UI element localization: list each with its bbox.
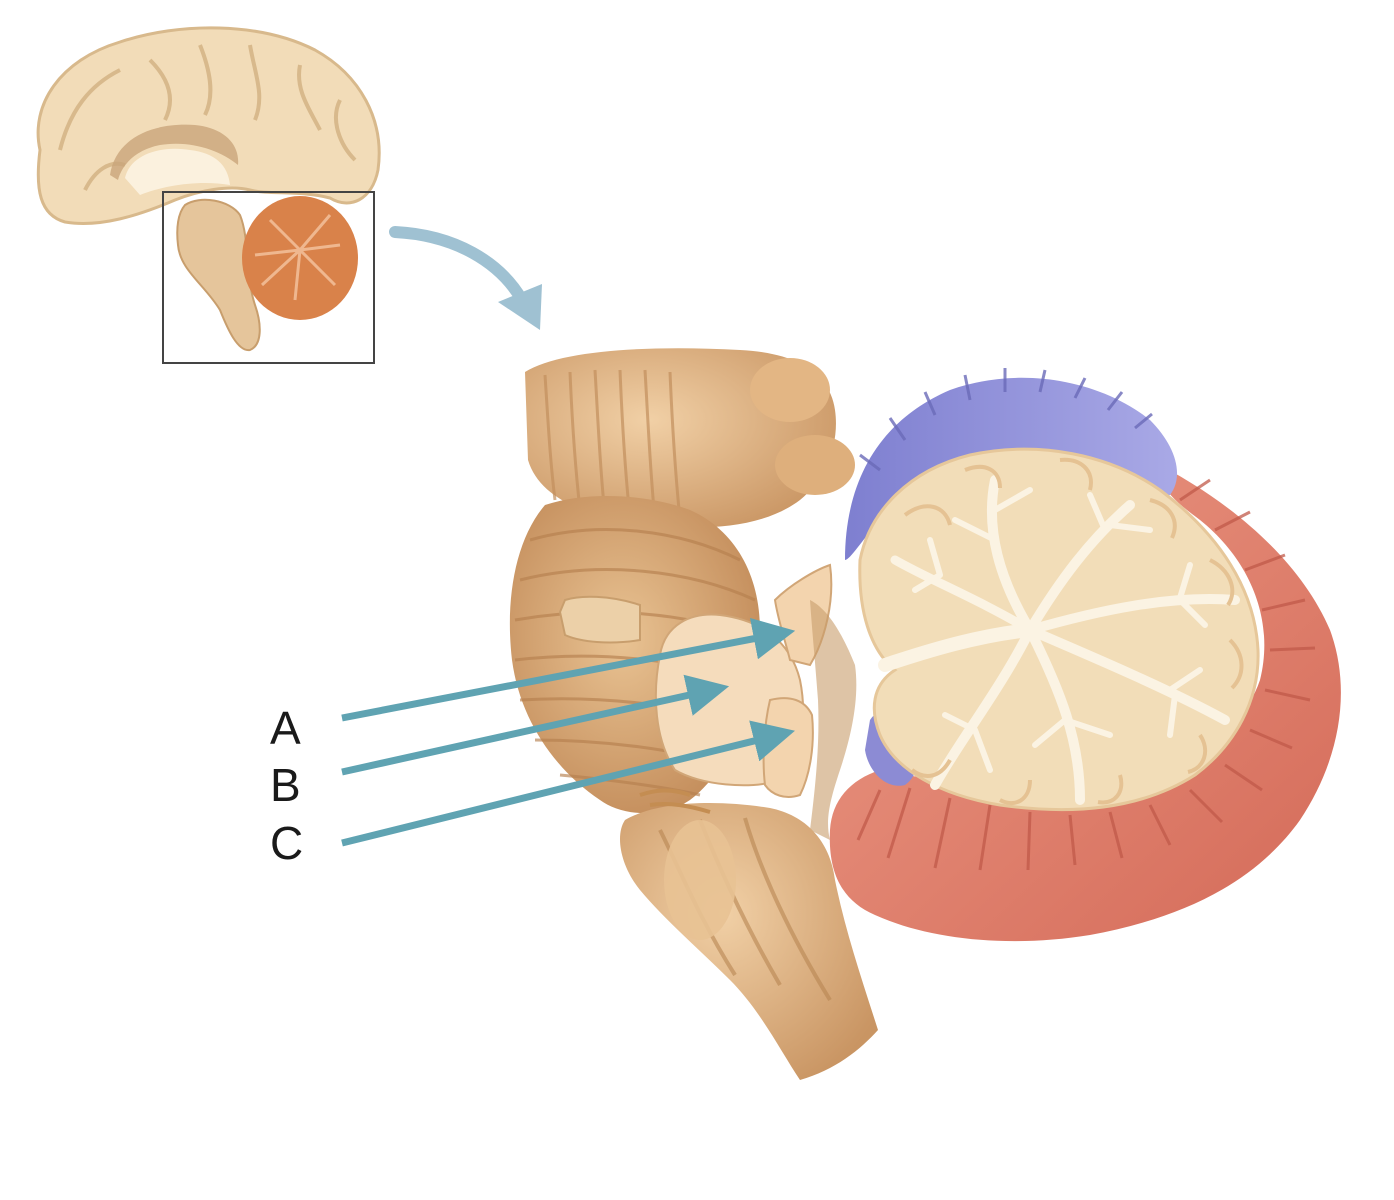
label-b: B bbox=[270, 759, 301, 811]
curved-zoom-arrow-icon bbox=[389, 226, 542, 330]
inset-zoom-frame bbox=[162, 191, 375, 364]
inferior-colliculus bbox=[775, 435, 855, 495]
midbrain-striations bbox=[543, 369, 682, 521]
leader-arrow-icon bbox=[341, 720, 795, 847]
fourth-ventricle bbox=[810, 600, 857, 840]
inset-white-matter bbox=[125, 148, 230, 195]
leader-arrow-icon bbox=[341, 674, 730, 776]
posterior-folia bbox=[856, 478, 1316, 871]
inset-brainstem bbox=[176, 198, 261, 352]
anterior-folia bbox=[859, 368, 1153, 472]
inset-gyri bbox=[58, 44, 357, 191]
label-a: A bbox=[270, 702, 301, 754]
anterior-lobe bbox=[845, 377, 1178, 560]
inset-brain bbox=[36, 26, 381, 364]
inset-arbor-vitae bbox=[254, 214, 341, 301]
arbor-vitae-lobules bbox=[903, 457, 1244, 806]
leader-arrow-icon bbox=[341, 618, 796, 722]
label-c: C bbox=[270, 817, 304, 869]
olive bbox=[664, 820, 736, 940]
superior-colliculus bbox=[750, 358, 830, 422]
posterior-lobe bbox=[829, 460, 1341, 942]
inset-corpus-callosum bbox=[110, 124, 239, 180]
inset-cerebrum bbox=[36, 26, 381, 225]
trigeminal-nerve bbox=[558, 595, 641, 644]
brainstem-group bbox=[509, 348, 878, 1080]
cerebellum bbox=[829, 368, 1341, 942]
inferior-cerebellar-peduncle bbox=[762, 697, 814, 798]
arbor-vitae bbox=[878, 475, 1240, 805]
cranial-nerve-roots bbox=[639, 788, 711, 814]
label-arrows bbox=[341, 618, 796, 847]
